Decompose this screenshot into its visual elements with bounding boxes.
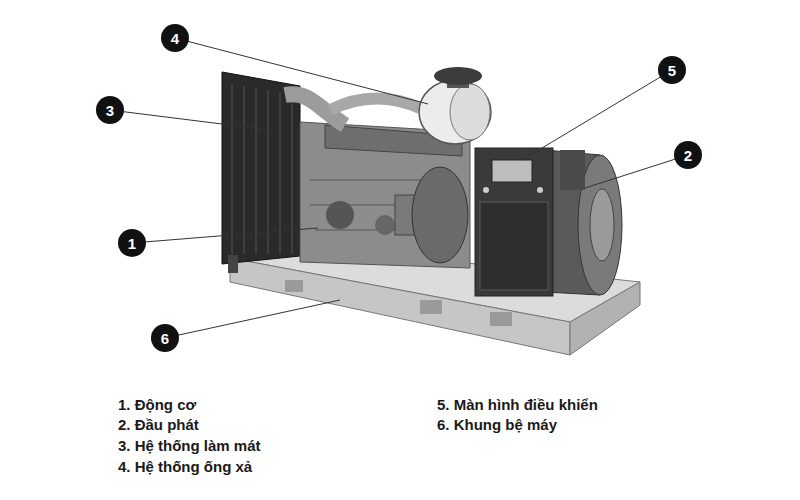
- part-name: 2. Đầu phát: [118, 416, 199, 434]
- callout-text: 2: [684, 148, 692, 163]
- callout-text: 3: [106, 103, 114, 118]
- callout-text: 6: [161, 331, 169, 346]
- callout-number: 3: [96, 96, 124, 124]
- callout-number: 4: [161, 24, 189, 52]
- callout-number: 1: [118, 229, 146, 257]
- part-name: 6. Khung bệ máy: [437, 416, 557, 434]
- callout-text: 1: [128, 236, 136, 251]
- callout-text: 4: [171, 31, 179, 46]
- callout-number: 2: [674, 141, 702, 169]
- callout-number: 5: [658, 56, 686, 84]
- part-name: 1. Động cơ: [118, 396, 196, 414]
- callout-text: 5: [668, 63, 676, 78]
- part-name: 5. Màn hình điều khiển: [437, 396, 598, 414]
- part-name: 4. Hệ thống ống xả: [118, 458, 252, 476]
- callout-number: 6: [151, 324, 179, 352]
- part-name: 3. Hệ thống làm mát: [118, 437, 261, 455]
